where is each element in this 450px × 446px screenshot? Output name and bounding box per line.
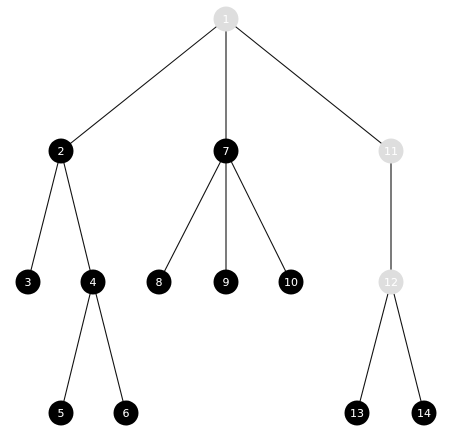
- tree-node-6: 6: [113, 400, 139, 426]
- edge-n7-n8: [158, 150, 227, 283]
- edge-n2-n3: [27, 150, 62, 283]
- edge-n4-n5: [60, 281, 94, 414]
- node-label: 7: [223, 145, 230, 158]
- node-circle: [378, 138, 404, 164]
- node-label: 2: [58, 145, 65, 158]
- node-circle: [213, 138, 239, 164]
- tree-node-14: 14: [411, 400, 437, 426]
- tree-node-10: 10: [278, 269, 304, 295]
- node-circle: [213, 6, 239, 32]
- node-label: 3: [25, 276, 32, 289]
- node-label: 13: [350, 407, 364, 420]
- tree-node-3: 3: [15, 269, 41, 295]
- node-label: 12: [384, 276, 398, 289]
- node-label: 4: [90, 276, 97, 289]
- tree-node-11: 11: [378, 138, 404, 164]
- node-label: 14: [417, 407, 431, 420]
- tree-node-4: 4: [80, 269, 106, 295]
- node-label: 6: [123, 407, 130, 420]
- node-circle: [15, 269, 41, 295]
- node-circle: [146, 269, 172, 295]
- node-circle: [411, 400, 437, 426]
- node-circle: [80, 269, 106, 295]
- node-circle: [278, 269, 304, 295]
- tree-node-9: 9: [213, 269, 239, 295]
- edge-n12-n14: [390, 281, 425, 414]
- node-circle: [113, 400, 139, 426]
- node-circle: [213, 269, 239, 295]
- tree-node-8: 8: [146, 269, 172, 295]
- node-label: 1: [223, 13, 230, 26]
- node-circle: [378, 269, 404, 295]
- node-circle: [344, 400, 370, 426]
- edge-n2-n4: [60, 150, 94, 283]
- tree-node-2: 2: [48, 138, 74, 164]
- edge-n1-n11: [225, 18, 392, 152]
- tree-node-1: 1: [213, 6, 239, 32]
- tree-node-5: 5: [48, 400, 74, 426]
- node-label: 5: [58, 407, 65, 420]
- node-circle: [48, 138, 74, 164]
- edge-n12-n13: [356, 281, 392, 414]
- edge-n1-n2: [60, 18, 227, 152]
- node-circle: [48, 400, 74, 426]
- node-label: 10: [284, 276, 298, 289]
- edge-n7-n10: [225, 150, 292, 283]
- tree-edges: [27, 18, 425, 414]
- tree-node-7: 7: [213, 138, 239, 164]
- node-label: 9: [223, 276, 230, 289]
- node-label: 8: [156, 276, 163, 289]
- tree-node-12: 12: [378, 269, 404, 295]
- edge-n4-n6: [92, 281, 127, 414]
- node-label: 11: [384, 145, 398, 158]
- tree-node-13: 13: [344, 400, 370, 426]
